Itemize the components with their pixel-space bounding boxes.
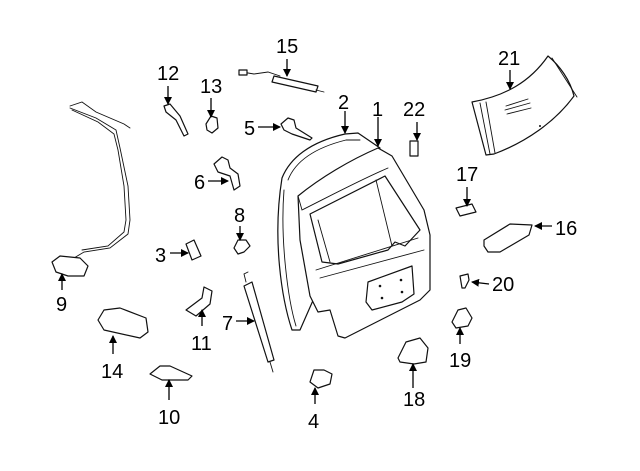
callout-10[interactable]: 10 — [158, 407, 180, 429]
part-rear-glass[interactable] — [471, 55, 578, 156]
part-hinge-bracket[interactable] — [280, 117, 313, 141]
callout-22[interactable]: 22 — [403, 99, 425, 121]
callout-8[interactable]: 8 — [234, 205, 245, 227]
callout-6[interactable]: 6 — [194, 172, 205, 194]
callout-16[interactable]: 16 — [555, 218, 577, 240]
callout-4[interactable]: 4 — [308, 411, 319, 433]
part-bracket[interactable] — [185, 286, 213, 317]
callout-14[interactable]: 14 — [101, 361, 123, 383]
part-grommet[interactable] — [205, 115, 219, 134]
part-washer-hose-pump[interactable] — [51, 101, 131, 277]
part-wiring-harness[interactable] — [238, 69, 325, 93]
part-trim-clip[interactable] — [163, 103, 189, 137]
leader-lines — [58, 59, 552, 404]
part-hinge[interactable] — [213, 156, 241, 191]
callout-7[interactable]: 7 — [222, 313, 233, 335]
part-guide[interactable] — [149, 365, 193, 381]
callout-13[interactable]: 13 — [200, 76, 222, 98]
part-bumper-pad[interactable] — [185, 239, 202, 261]
part-retainer-clip[interactable] — [451, 307, 473, 329]
callout-12[interactable]: 12 — [157, 63, 179, 85]
part-liftgate-panel[interactable] — [297, 147, 431, 339]
callout-18[interactable]: 18 — [403, 389, 425, 411]
callout-1[interactable]: 1 — [372, 99, 383, 121]
part-support-strut[interactable] — [243, 271, 275, 373]
callout-15[interactable]: 15 — [276, 36, 298, 58]
part-license-lamp[interactable] — [397, 337, 429, 365]
callout-3[interactable]: 3 — [155, 245, 166, 267]
part-striker[interactable] — [309, 369, 333, 389]
part-bumper[interactable] — [455, 203, 477, 217]
callout-19[interactable]: 19 — [449, 350, 471, 372]
callout-17[interactable]: 17 — [456, 164, 478, 186]
part-spacer[interactable] — [409, 140, 419, 157]
part-module[interactable] — [97, 307, 149, 339]
callout-21[interactable]: 21 — [498, 48, 520, 70]
part-handle-housing[interactable] — [483, 223, 533, 253]
callout-labels: 1 2 3 4 5 6 7 8 9 10 11 12 13 14 15 16 1… — [56, 36, 577, 433]
part-ball-stud[interactable] — [233, 239, 251, 255]
callout-5[interactable]: 5 — [244, 118, 255, 140]
callout-9[interactable]: 9 — [56, 294, 67, 316]
callout-20[interactable]: 20 — [492, 274, 514, 296]
callout-11[interactable]: 11 — [191, 333, 212, 355]
part-screw[interactable] — [459, 273, 470, 289]
callout-2[interactable]: 2 — [338, 92, 349, 114]
